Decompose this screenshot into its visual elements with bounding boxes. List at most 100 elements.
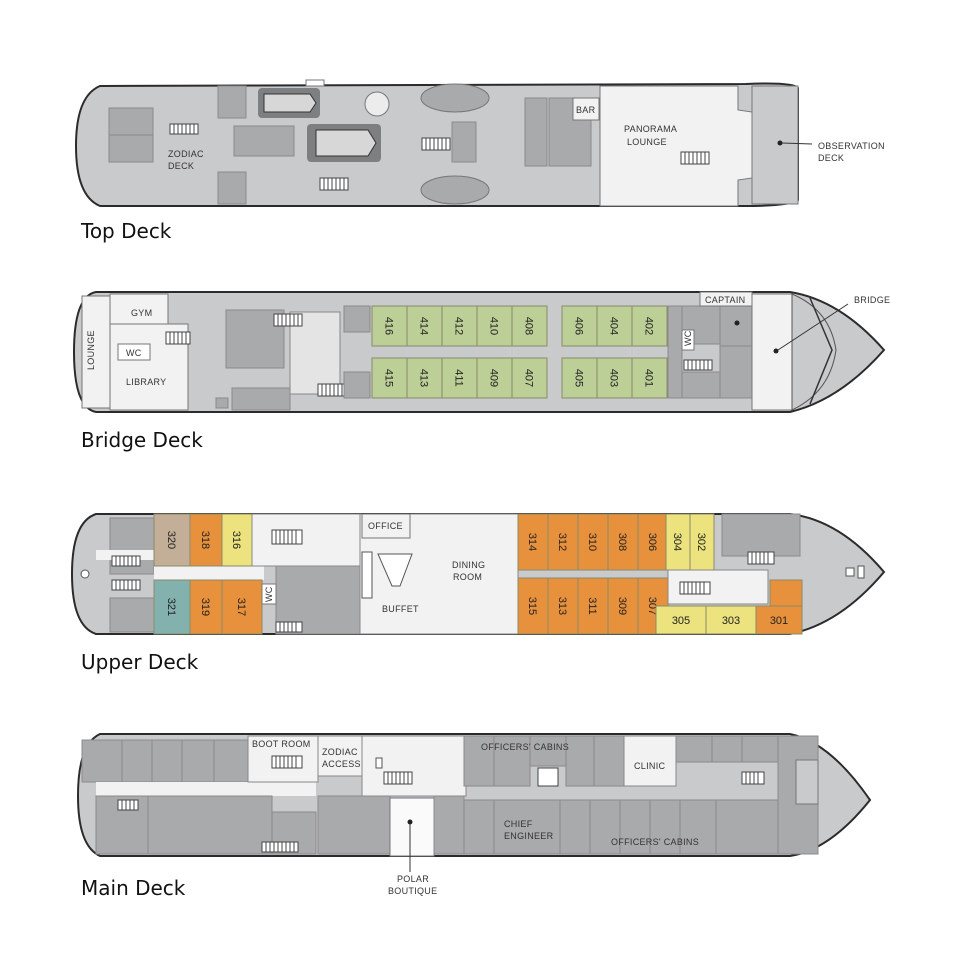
cabin-405[interactable]: 405 [561, 357, 598, 399]
cabin-number: 306 [646, 533, 658, 551]
cabin-305[interactable]: 305 [655, 605, 707, 635]
cabin-number: 414 [418, 317, 430, 335]
cabin-number: 402 [643, 317, 655, 335]
wc-label-upper: WC [264, 586, 274, 602]
cabin-number: 301 [770, 615, 788, 627]
cabin-number: 302 [695, 533, 707, 551]
stairs-icon [271, 529, 303, 545]
stairs-icon [273, 313, 303, 327]
main-deck-plan: BOOT ROOM ZODIAC ACCESS OFFICERS' CABINS… [76, 733, 872, 896]
cabin-number: 406 [573, 317, 585, 335]
cabin-409[interactable]: 409 [476, 357, 513, 399]
gym-label: GYM [131, 308, 152, 318]
cabin-number: 321 [165, 598, 177, 616]
cabin-310[interactable]: 310 [577, 513, 609, 571]
stairs-icon [165, 331, 191, 345]
cabin-308[interactable]: 308 [607, 513, 639, 571]
cabin-406[interactable]: 406 [561, 305, 598, 347]
panorama-lounge-label-1: PANORAMA [624, 124, 677, 134]
cabin-number: 319 [199, 598, 211, 616]
cabin-303[interactable]: 303 [705, 605, 757, 635]
cabin-404[interactable]: 404 [596, 305, 633, 347]
dining-room-label-2: ROOM [453, 572, 482, 582]
cabin-number: 401 [643, 369, 655, 387]
bridge-cabins-bottom: 415 413 411 409 407 405 403 401 [371, 357, 668, 399]
chief-engineer-label-2: ENGINEER [504, 831, 554, 841]
zodiac-access-label-2: ACCESS [322, 759, 361, 769]
cabin-number: 312 [556, 533, 568, 551]
cabin-313[interactable]: 313 [547, 577, 579, 635]
stairs-icon [111, 555, 141, 567]
officers-cabins-label-1: OFFICERS' CABINS [481, 742, 569, 752]
upper-deck-title: Upper Deck [81, 650, 199, 674]
polar-boutique-label-1: POLAR [397, 874, 429, 884]
stairs-icon [683, 359, 713, 371]
bridge-cabins-top: 416 414 412 410 408 406 404 402 [371, 305, 668, 347]
spiral-stairs-icon [537, 767, 559, 787]
cabin-402[interactable]: 402 [631, 305, 668, 347]
officers-cabins-label-2: OFFICERS' CABINS [611, 837, 699, 847]
cabin-number: 412 [453, 317, 465, 335]
stairs-icon [383, 771, 413, 785]
cabin-414[interactable]: 414 [406, 305, 443, 347]
cabin-number: 409 [488, 369, 500, 387]
stairs-icon [741, 771, 765, 785]
cabin-301[interactable]: 301 [755, 605, 803, 635]
office-label: OFFICE [368, 521, 403, 531]
cabin-316[interactable]: 316 [221, 513, 253, 567]
cabin-304[interactable]: 304 [665, 513, 691, 571]
panorama-lounge-label-2: LOUNGE [627, 137, 667, 147]
cabin-315[interactable]: 315 [517, 577, 549, 635]
cabin-301-extension [769, 579, 803, 607]
cabin-number: 413 [418, 369, 430, 387]
observation-deck-label-2: DECK [818, 153, 844, 163]
cabin-309[interactable]: 309 [607, 577, 639, 635]
dining-room-label-1: DINING [452, 560, 485, 570]
cabin-320[interactable]: 320 [153, 513, 191, 567]
library-label: LIBRARY [126, 377, 166, 387]
stairs-icon [680, 151, 710, 165]
cabin-number: 408 [523, 317, 535, 335]
cabin-number: 305 [672, 615, 690, 627]
cabin-318[interactable]: 318 [189, 513, 223, 567]
cabin-306[interactable]: 306 [637, 513, 669, 571]
top-deck-title: Top Deck [81, 219, 172, 243]
cabin-number: 304 [671, 533, 683, 551]
cabin-408[interactable]: 408 [511, 305, 548, 347]
cabin-312[interactable]: 312 [547, 513, 579, 571]
cabin-302[interactable]: 302 [689, 513, 715, 571]
polar-boutique-label-2: BOUTIQUE [388, 886, 437, 896]
stairs-icon [261, 841, 299, 853]
cabin-311[interactable]: 311 [577, 577, 609, 635]
stairs-icon [747, 551, 775, 565]
cabin-317[interactable]: 317 [221, 579, 263, 635]
stairs-icon [271, 755, 303, 769]
cabin-number: 416 [383, 317, 395, 335]
cabin-401[interactable]: 401 [631, 357, 668, 399]
cabin-412[interactable]: 412 [441, 305, 478, 347]
cabin-314[interactable]: 314 [517, 513, 549, 571]
cabin-411[interactable]: 411 [441, 357, 478, 399]
bar-label: BAR [576, 105, 596, 115]
cabin-403[interactable]: 403 [596, 357, 633, 399]
cabin-413[interactable]: 413 [406, 357, 443, 399]
cabin-number: 310 [586, 533, 598, 551]
funnel-icon [420, 83, 490, 113]
cabin-319[interactable]: 319 [189, 579, 223, 635]
cabin-number: 404 [608, 317, 620, 335]
clinic-label: CLINIC [634, 761, 666, 771]
cabin-415[interactable]: 415 [371, 357, 408, 399]
cabin-number: 405 [573, 369, 585, 387]
wc-label-2: WC [683, 330, 693, 346]
cabin-number: 316 [230, 531, 242, 549]
observation-deck-label-1: OBSERVATION [818, 141, 885, 151]
cabin-321[interactable]: 321 [153, 579, 191, 635]
cabin-number: 307 [646, 597, 658, 615]
cabin-416[interactable]: 416 [371, 305, 408, 347]
boot-room-label: BOOT ROOM [252, 739, 311, 749]
cabin-number: 309 [616, 597, 628, 615]
cabin-407[interactable]: 407 [511, 357, 548, 399]
cabin-410[interactable]: 410 [476, 305, 513, 347]
cabin-number: 313 [556, 597, 568, 615]
